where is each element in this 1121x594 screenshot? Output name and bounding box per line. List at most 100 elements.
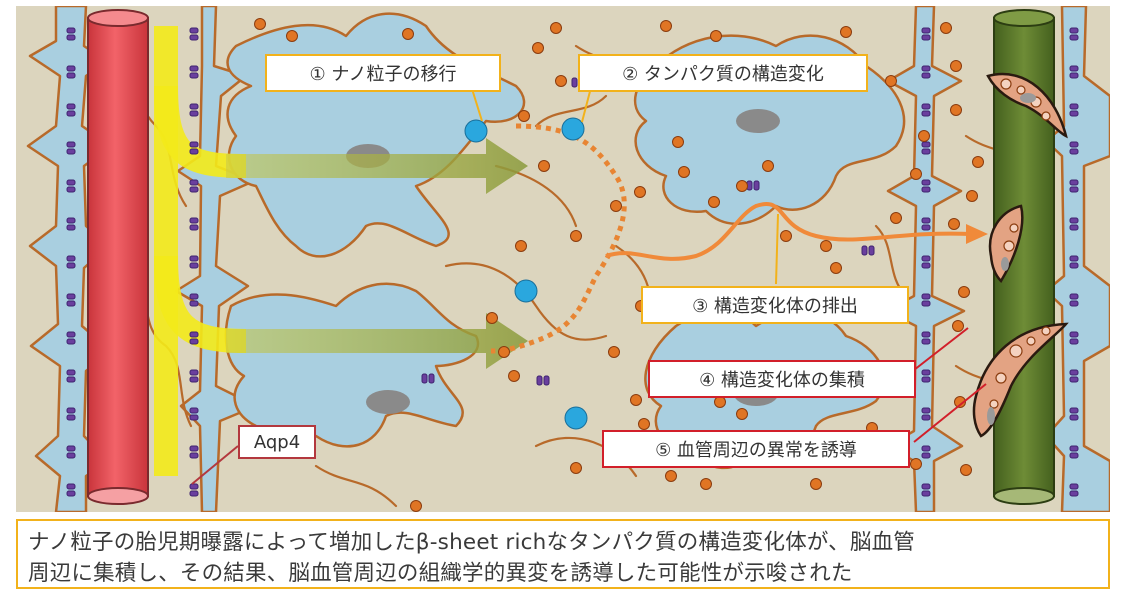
aqp4-marker bbox=[66, 65, 76, 72]
caption-line-1: ナノ粒子の胎児期曝露によって増加したβ-sheet richなタンパク質の構造変… bbox=[28, 530, 915, 555]
aqp4-marker bbox=[921, 65, 931, 72]
olive-arrow-lower bbox=[226, 313, 528, 369]
orange-protein-particle bbox=[918, 130, 930, 142]
caption-box: ナノ粒子の胎児期曝露によって増加したβ-sheet richなタンパク質の構造変… bbox=[16, 519, 1110, 589]
aqp4-marker bbox=[861, 245, 868, 256]
aqp4-marker bbox=[189, 300, 199, 307]
aqp4-marker bbox=[753, 180, 760, 191]
orange-protein-particle bbox=[700, 478, 712, 490]
aqp4-marker bbox=[189, 186, 199, 193]
aqp4-marker bbox=[189, 338, 199, 345]
aqp4-marker bbox=[1069, 414, 1079, 421]
aqp4-marker bbox=[189, 141, 199, 148]
aqp4-marker bbox=[921, 217, 931, 224]
aqp4-marker bbox=[189, 217, 199, 224]
aqp4-marker bbox=[66, 331, 76, 338]
label-step1-nanoparticle-transfer: ① ナノ粒子の移行 bbox=[265, 54, 501, 92]
aqp4-marker bbox=[1069, 148, 1079, 155]
orange-protein-particle bbox=[910, 458, 922, 470]
orange-protein-particle bbox=[958, 286, 970, 298]
aqp4-marker bbox=[189, 224, 199, 231]
aqp4-marker bbox=[189, 65, 199, 72]
aqp4-marker bbox=[189, 34, 199, 41]
aqp4-marker bbox=[1069, 369, 1079, 376]
aqp4-marker bbox=[189, 331, 199, 338]
aqp4-marker bbox=[66, 186, 76, 193]
aqp4-marker bbox=[189, 445, 199, 452]
orange-protein-particle bbox=[410, 500, 422, 512]
label-aqp4: Aqp4 bbox=[238, 425, 316, 459]
aqp4-marker bbox=[189, 414, 199, 421]
aqp4-marker bbox=[421, 373, 428, 384]
aqp4-marker bbox=[1069, 72, 1079, 79]
orange-protein-particle bbox=[710, 30, 722, 42]
orange-protein-particle bbox=[555, 75, 567, 87]
aqp4-marker bbox=[1069, 490, 1079, 497]
expulsion-arrow bbox=[605, 202, 988, 261]
orange-protein-particle bbox=[486, 312, 498, 324]
aqp4-marker bbox=[921, 445, 931, 452]
aqp4-marker bbox=[921, 483, 931, 490]
abnormal-perivascular-cells bbox=[972, 72, 1069, 438]
aqp4-marker bbox=[66, 414, 76, 421]
aqp4-marker bbox=[66, 103, 76, 110]
orange-protein-particle bbox=[665, 470, 677, 482]
orange-protein-particle bbox=[780, 230, 792, 242]
aqp4-marker bbox=[921, 148, 931, 155]
aqp4-marker bbox=[921, 452, 931, 459]
aqp4-marker bbox=[921, 338, 931, 345]
aqp4-marker bbox=[921, 490, 931, 497]
orange-protein-particle bbox=[538, 160, 550, 172]
aqp4-marker bbox=[1069, 65, 1079, 72]
aqp4-marker bbox=[66, 255, 76, 262]
aqp4-marker bbox=[536, 375, 543, 386]
orange-protein-particle bbox=[570, 462, 582, 474]
aqp4-marker bbox=[189, 179, 199, 186]
aqp4-marker bbox=[66, 300, 76, 307]
aqp4-marker bbox=[189, 110, 199, 117]
label-step5-induce-perivascular-abnormality: ⑤ 血管周辺の異常を誘導 bbox=[602, 430, 910, 468]
aqp4-marker bbox=[66, 224, 76, 231]
orange-protein-particle bbox=[286, 30, 298, 42]
aqp4-marker bbox=[921, 293, 931, 300]
orange-protein-particle bbox=[954, 396, 966, 408]
aqp4-marker bbox=[66, 27, 76, 34]
aqp4-marker bbox=[66, 141, 76, 148]
aqp4-marker bbox=[921, 369, 931, 376]
orange-protein-particle bbox=[810, 478, 822, 490]
orange-protein-particle bbox=[550, 22, 562, 34]
aqp4-marker bbox=[921, 141, 931, 148]
aqp4-marker bbox=[1069, 224, 1079, 231]
orange-protein-particle bbox=[678, 166, 690, 178]
aqp4-marker bbox=[921, 331, 931, 338]
aqp4-marker bbox=[66, 452, 76, 459]
aqp4-marker bbox=[921, 414, 931, 421]
aqp4-marker bbox=[1069, 483, 1079, 490]
orange-protein-particle bbox=[885, 75, 897, 87]
orange-protein-particle bbox=[608, 346, 620, 358]
aqp4-marker bbox=[189, 148, 199, 155]
aqp4-marker bbox=[66, 490, 76, 497]
orange-protein-particle bbox=[518, 110, 530, 122]
orange-protein-particle bbox=[966, 190, 978, 202]
aqp4-marker bbox=[66, 34, 76, 41]
orange-protein-particle bbox=[736, 180, 748, 192]
orange-protein-particle bbox=[830, 262, 842, 274]
aqp4-marker bbox=[189, 255, 199, 262]
aqp4-marker bbox=[921, 72, 931, 79]
aqp4-marker bbox=[921, 300, 931, 307]
orange-protein-particle bbox=[960, 464, 972, 476]
orange-protein-particle bbox=[254, 18, 266, 30]
orange-protein-particle bbox=[940, 22, 952, 34]
aqp4-marker bbox=[1069, 338, 1079, 345]
orange-protein-particle bbox=[972, 156, 984, 168]
aqp4-marker bbox=[1069, 445, 1079, 452]
aqp4-marker bbox=[66, 293, 76, 300]
aqp4-marker bbox=[66, 407, 76, 414]
aqp4-marker bbox=[189, 293, 199, 300]
aqp4-marker bbox=[571, 77, 578, 88]
aqp4-marker bbox=[921, 186, 931, 193]
aqp4-marker bbox=[189, 369, 199, 376]
aqp4-marker bbox=[1069, 103, 1079, 110]
aqp4-marker bbox=[921, 179, 931, 186]
